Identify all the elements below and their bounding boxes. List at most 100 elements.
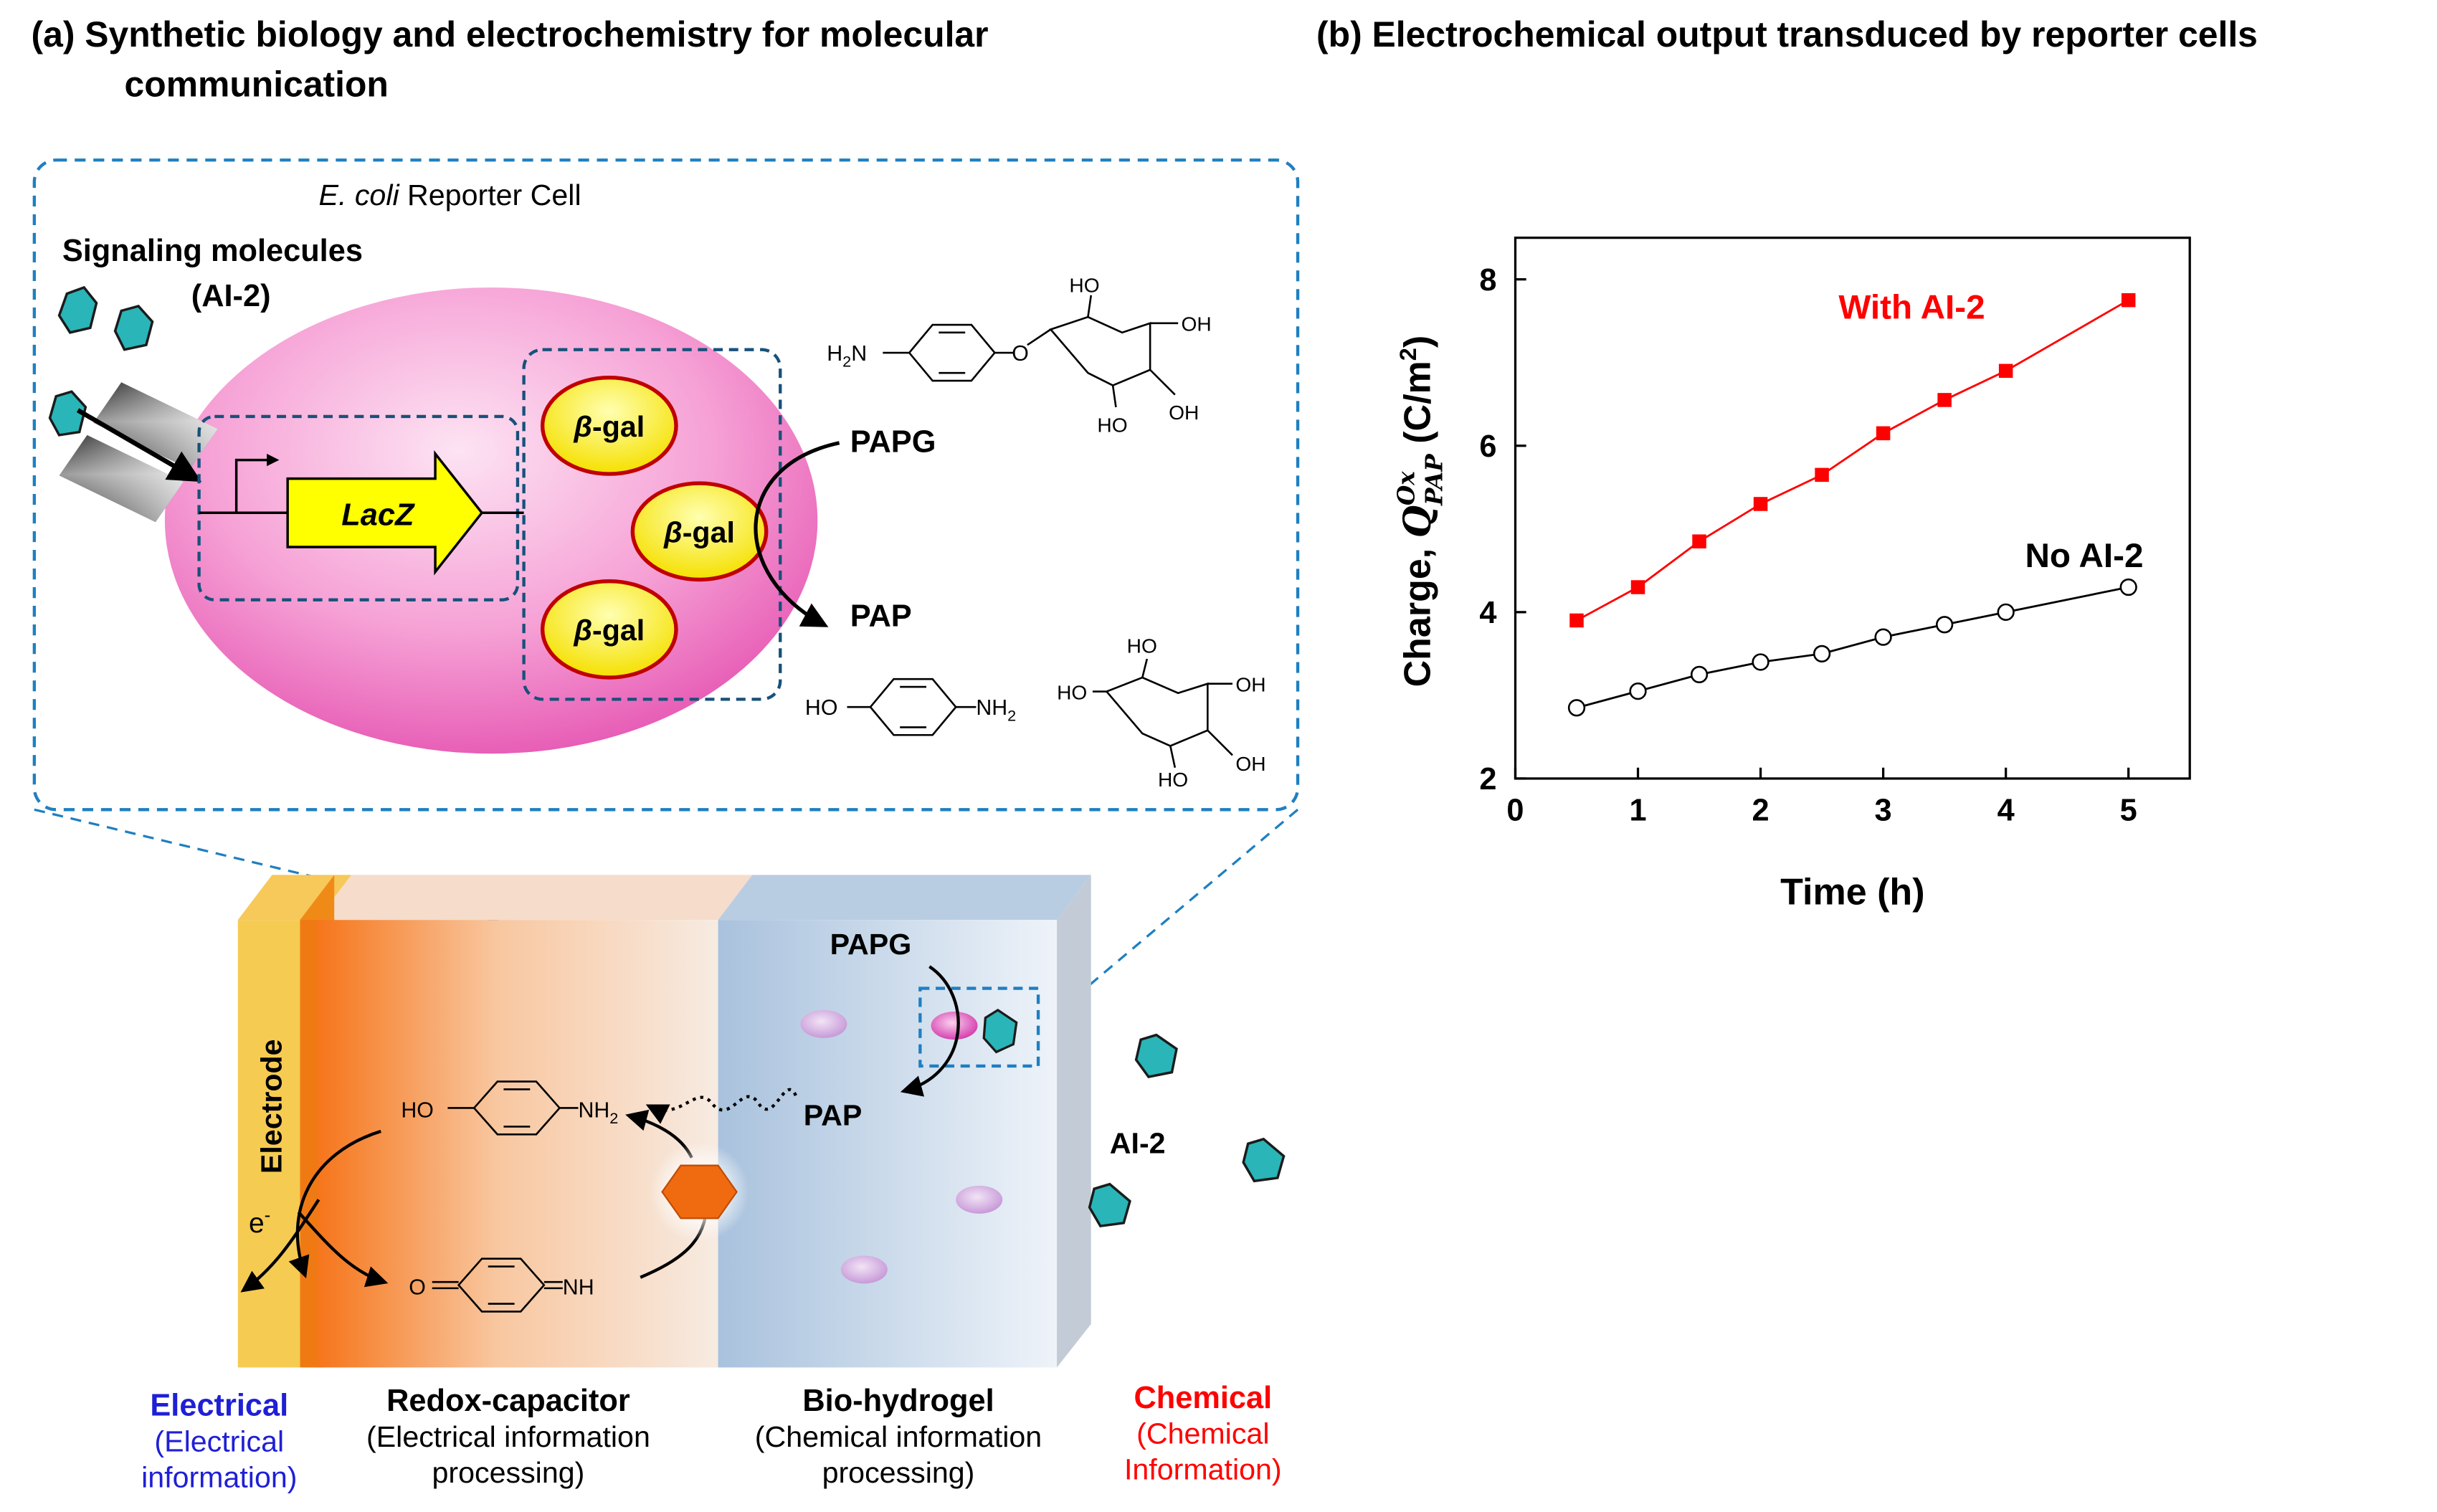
device-ai2-label: AI-2 — [1110, 1126, 1166, 1159]
papg-ho1: HO — [1069, 273, 1099, 296]
electrical-title: Electrical — [150, 1389, 288, 1423]
x-tick-label: 2 — [1752, 793, 1769, 827]
data-point-circle — [1874, 628, 1892, 646]
cell-bead — [956, 1185, 1003, 1214]
device-papg-label: PAPG — [830, 928, 912, 961]
beta-gal-enzyme: β-gal — [630, 481, 769, 582]
device-pap-label: PAP — [804, 1098, 863, 1131]
redox-line1: (Electrical information — [366, 1420, 650, 1453]
enzyme-beta: β — [573, 614, 592, 647]
pap-ho: HO — [805, 696, 838, 720]
data-point-circle — [1935, 616, 1954, 634]
cell-title-italic: E. coli — [319, 179, 401, 211]
quinone-nh: NH — [563, 1276, 594, 1300]
electrical-line2: information) — [141, 1460, 297, 1493]
bio-hydrogel-layer — [718, 920, 1058, 1368]
electrical-line1: (Electrical — [154, 1425, 284, 1458]
plot-frame — [1514, 237, 2191, 780]
data-point-square — [1630, 580, 1645, 594]
operon-dashed-box — [197, 414, 520, 602]
y-axis-label: Charge, QOxPAP (C/m2) — [1392, 336, 1448, 688]
x-tick-label: 5 — [2120, 793, 2137, 827]
glucose-oh-bottom: OH — [1235, 752, 1265, 775]
x-tick-label: 0 — [1506, 793, 1524, 827]
data-point-circle — [1752, 653, 1769, 671]
membrane-channel — [59, 382, 218, 523]
oxidation-arrow — [288, 1129, 381, 1279]
lacz-label: LacZ — [341, 498, 415, 533]
x-tick-label: 3 — [1875, 793, 1892, 827]
cell-bead — [800, 1009, 847, 1038]
data-point-square — [1692, 534, 1706, 548]
reporter-cell-inset: E. coli Reporter Cell Signaling molecule… — [32, 158, 1300, 812]
glucose-ho-top: HO — [1127, 634, 1157, 657]
enzyme-suffix: -gal — [683, 515, 735, 548]
electron-transfer-arrow — [297, 1211, 389, 1288]
papg-oh1: OH — [1181, 313, 1211, 336]
hydrogel-line1: (Chemical information — [755, 1420, 1042, 1453]
panel-a-title-line2: communication — [125, 64, 389, 104]
signal-molecule-hexagon-icon — [113, 305, 154, 351]
papg-o: O — [1012, 342, 1029, 366]
hydrogel-line2: processing) — [822, 1456, 975, 1489]
redox-line2: processing) — [432, 1456, 585, 1489]
device-pap-ho: HO — [401, 1098, 434, 1122]
series-label-no-ai2: No AI-2 — [2025, 537, 2143, 575]
series-label-with-ai2: With AI-2 — [1838, 288, 1985, 326]
data-point-square — [1998, 363, 2013, 379]
chemical-title: Chemical — [1134, 1381, 1272, 1415]
signal-molecule-hexagon-icon — [48, 390, 87, 437]
series-markers — [1567, 293, 2137, 717]
cell-title: E. coli Reporter Cell — [319, 179, 581, 211]
ai2-hexagon-icon — [1088, 1182, 1131, 1228]
pap-nh2: NH2 — [976, 696, 1016, 725]
enzyme-suffix: -gal — [592, 410, 645, 443]
quinone-imine-structure — [432, 1257, 563, 1313]
data-point-square — [2121, 293, 2136, 308]
svg-text:β-gal: β-gal — [573, 614, 645, 647]
signal-molecule-hexagon-icon — [57, 285, 98, 334]
device-pap-nh2: NH2 — [578, 1098, 618, 1127]
chemical-line2: Information) — [1124, 1452, 1282, 1485]
data-point-square — [1569, 613, 1584, 628]
inset-dashed-frame — [32, 158, 1300, 812]
hydrogel-title: Bio-hydrogel — [802, 1384, 994, 1418]
data-point-circle — [1629, 682, 1647, 700]
lacz-gene-arrow — [286, 450, 484, 576]
cell-title-rest: Reporter Cell — [399, 179, 581, 211]
data-point-square — [1815, 467, 1829, 482]
zoom-target-box — [918, 986, 1040, 1068]
papg-oh2: OH — [1169, 401, 1199, 424]
papg-h: H2N — [827, 342, 867, 371]
y-tick-label: 2 — [1479, 762, 1496, 797]
series-line-1 — [1576, 586, 2129, 709]
enzyme-beta: β — [663, 515, 683, 548]
data-point-square — [1937, 393, 1952, 407]
data-point-circle — [1690, 665, 1709, 684]
enzyme-dashed-box — [522, 348, 782, 701]
papg-label: PAPG — [850, 425, 936, 460]
diffusion-arrow — [645, 1088, 797, 1124]
y-tick-label: 8 — [1479, 263, 1496, 298]
enzyme-beta: β — [573, 410, 592, 443]
data-point-circle — [1997, 603, 2015, 621]
signaling-label-line1: Signaling molecules — [62, 234, 363, 268]
device-schematic: Electrode PAPG PAP HO NH2 O NH — [237, 875, 1286, 1368]
x-tick-label: 4 — [1997, 793, 2015, 827]
panel-b-title: (b) Electrochemical output transduced by… — [1316, 14, 2258, 54]
papg-ho2: HO — [1097, 414, 1127, 437]
chemical-line1: (Chemical — [1136, 1417, 1269, 1450]
quinone-o: O — [409, 1276, 426, 1300]
beta-gal-enzyme: β-gal — [540, 579, 678, 680]
beta-gal-enzyme: β-gal — [540, 375, 678, 476]
glucose-structure — [1092, 658, 1233, 769]
glucose-ho-left: HO — [1057, 680, 1087, 703]
redox-title: Redox-capacitor — [386, 1384, 630, 1418]
promoter-arrow — [199, 453, 280, 515]
series-lines — [1576, 299, 2129, 709]
pap-label: PAP — [850, 599, 912, 634]
enzyme-suffix: -gal — [592, 614, 645, 647]
